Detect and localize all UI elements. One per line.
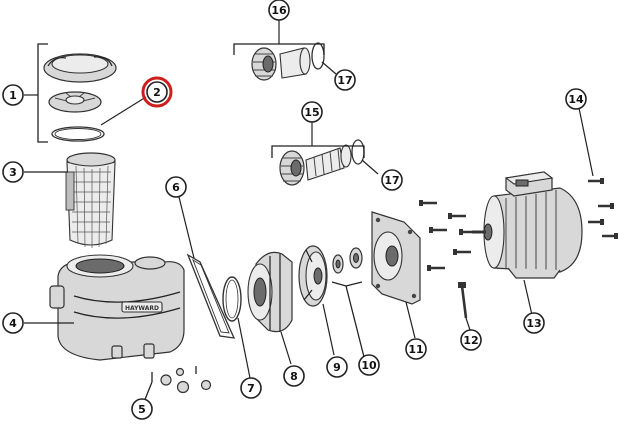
svg-text:9: 9 xyxy=(333,361,341,374)
callout-17-upper: 17 xyxy=(334,69,356,91)
callout-3: 3 xyxy=(2,161,24,183)
callout-9: 9 xyxy=(326,356,348,378)
drain-plugs xyxy=(160,367,212,394)
pump-housing: HAYWARD xyxy=(49,254,185,361)
svg-text:17: 17 xyxy=(384,174,399,187)
tail-piece-assembly-15 xyxy=(279,139,365,186)
svg-text:5: 5 xyxy=(138,403,146,416)
callout-8: 8 xyxy=(283,365,305,387)
motor-mount-bolt xyxy=(458,282,468,319)
svg-text:1: 1 xyxy=(9,89,17,102)
pump-lid-ring xyxy=(43,53,117,83)
lid-o-ring xyxy=(51,126,105,142)
callout-10: 10 xyxy=(358,354,380,376)
bracket-1 xyxy=(37,43,48,143)
callout-4: 4 xyxy=(2,312,24,334)
callout-14: 14 xyxy=(565,88,587,110)
svg-text:11: 11 xyxy=(408,343,423,356)
callout-1: 1 xyxy=(2,84,24,106)
svg-text:12: 12 xyxy=(463,334,478,347)
callout-13: 13 xyxy=(523,312,545,334)
svg-text:3: 3 xyxy=(9,166,17,179)
svg-text:16: 16 xyxy=(271,4,287,17)
pump-lid-cover xyxy=(48,91,102,113)
svg-text:6: 6 xyxy=(172,181,180,194)
seal-plate-gasket xyxy=(186,253,236,339)
housing-brand-text: HAYWARD xyxy=(125,305,159,312)
svg-text:2: 2 xyxy=(153,86,161,99)
diffuser-o-ring xyxy=(222,276,242,322)
svg-text:8: 8 xyxy=(290,370,298,383)
svg-text:14: 14 xyxy=(568,93,584,106)
impeller xyxy=(298,245,328,307)
diffuser xyxy=(247,251,293,333)
strainer-basket xyxy=(65,152,116,248)
callout-7: 7 xyxy=(240,377,262,399)
svg-text:17: 17 xyxy=(337,74,352,87)
callout-15: 15 xyxy=(301,101,323,123)
callout-2: 2 xyxy=(141,76,173,108)
callout-5: 5 xyxy=(131,398,153,420)
svg-text:10: 10 xyxy=(361,359,377,372)
pump-motor xyxy=(472,171,583,279)
svg-text:7: 7 xyxy=(247,382,255,395)
seal-plate-screws xyxy=(419,200,477,271)
svg-text:15: 15 xyxy=(304,106,319,119)
callout-16: 16 xyxy=(268,0,290,21)
svg-text:4: 4 xyxy=(9,317,17,330)
callout-12: 12 xyxy=(460,329,482,351)
motor-end-screws xyxy=(588,178,618,239)
callout-11: 11 xyxy=(405,338,427,360)
svg-text:13: 13 xyxy=(526,317,541,330)
mechanical-seal xyxy=(332,247,363,274)
seal-plate xyxy=(371,211,421,305)
callout-17-lower: 17 xyxy=(381,169,403,191)
callout-6: 6 xyxy=(165,176,187,198)
highlight-ring xyxy=(141,76,173,108)
union-assembly-16 xyxy=(251,42,325,81)
